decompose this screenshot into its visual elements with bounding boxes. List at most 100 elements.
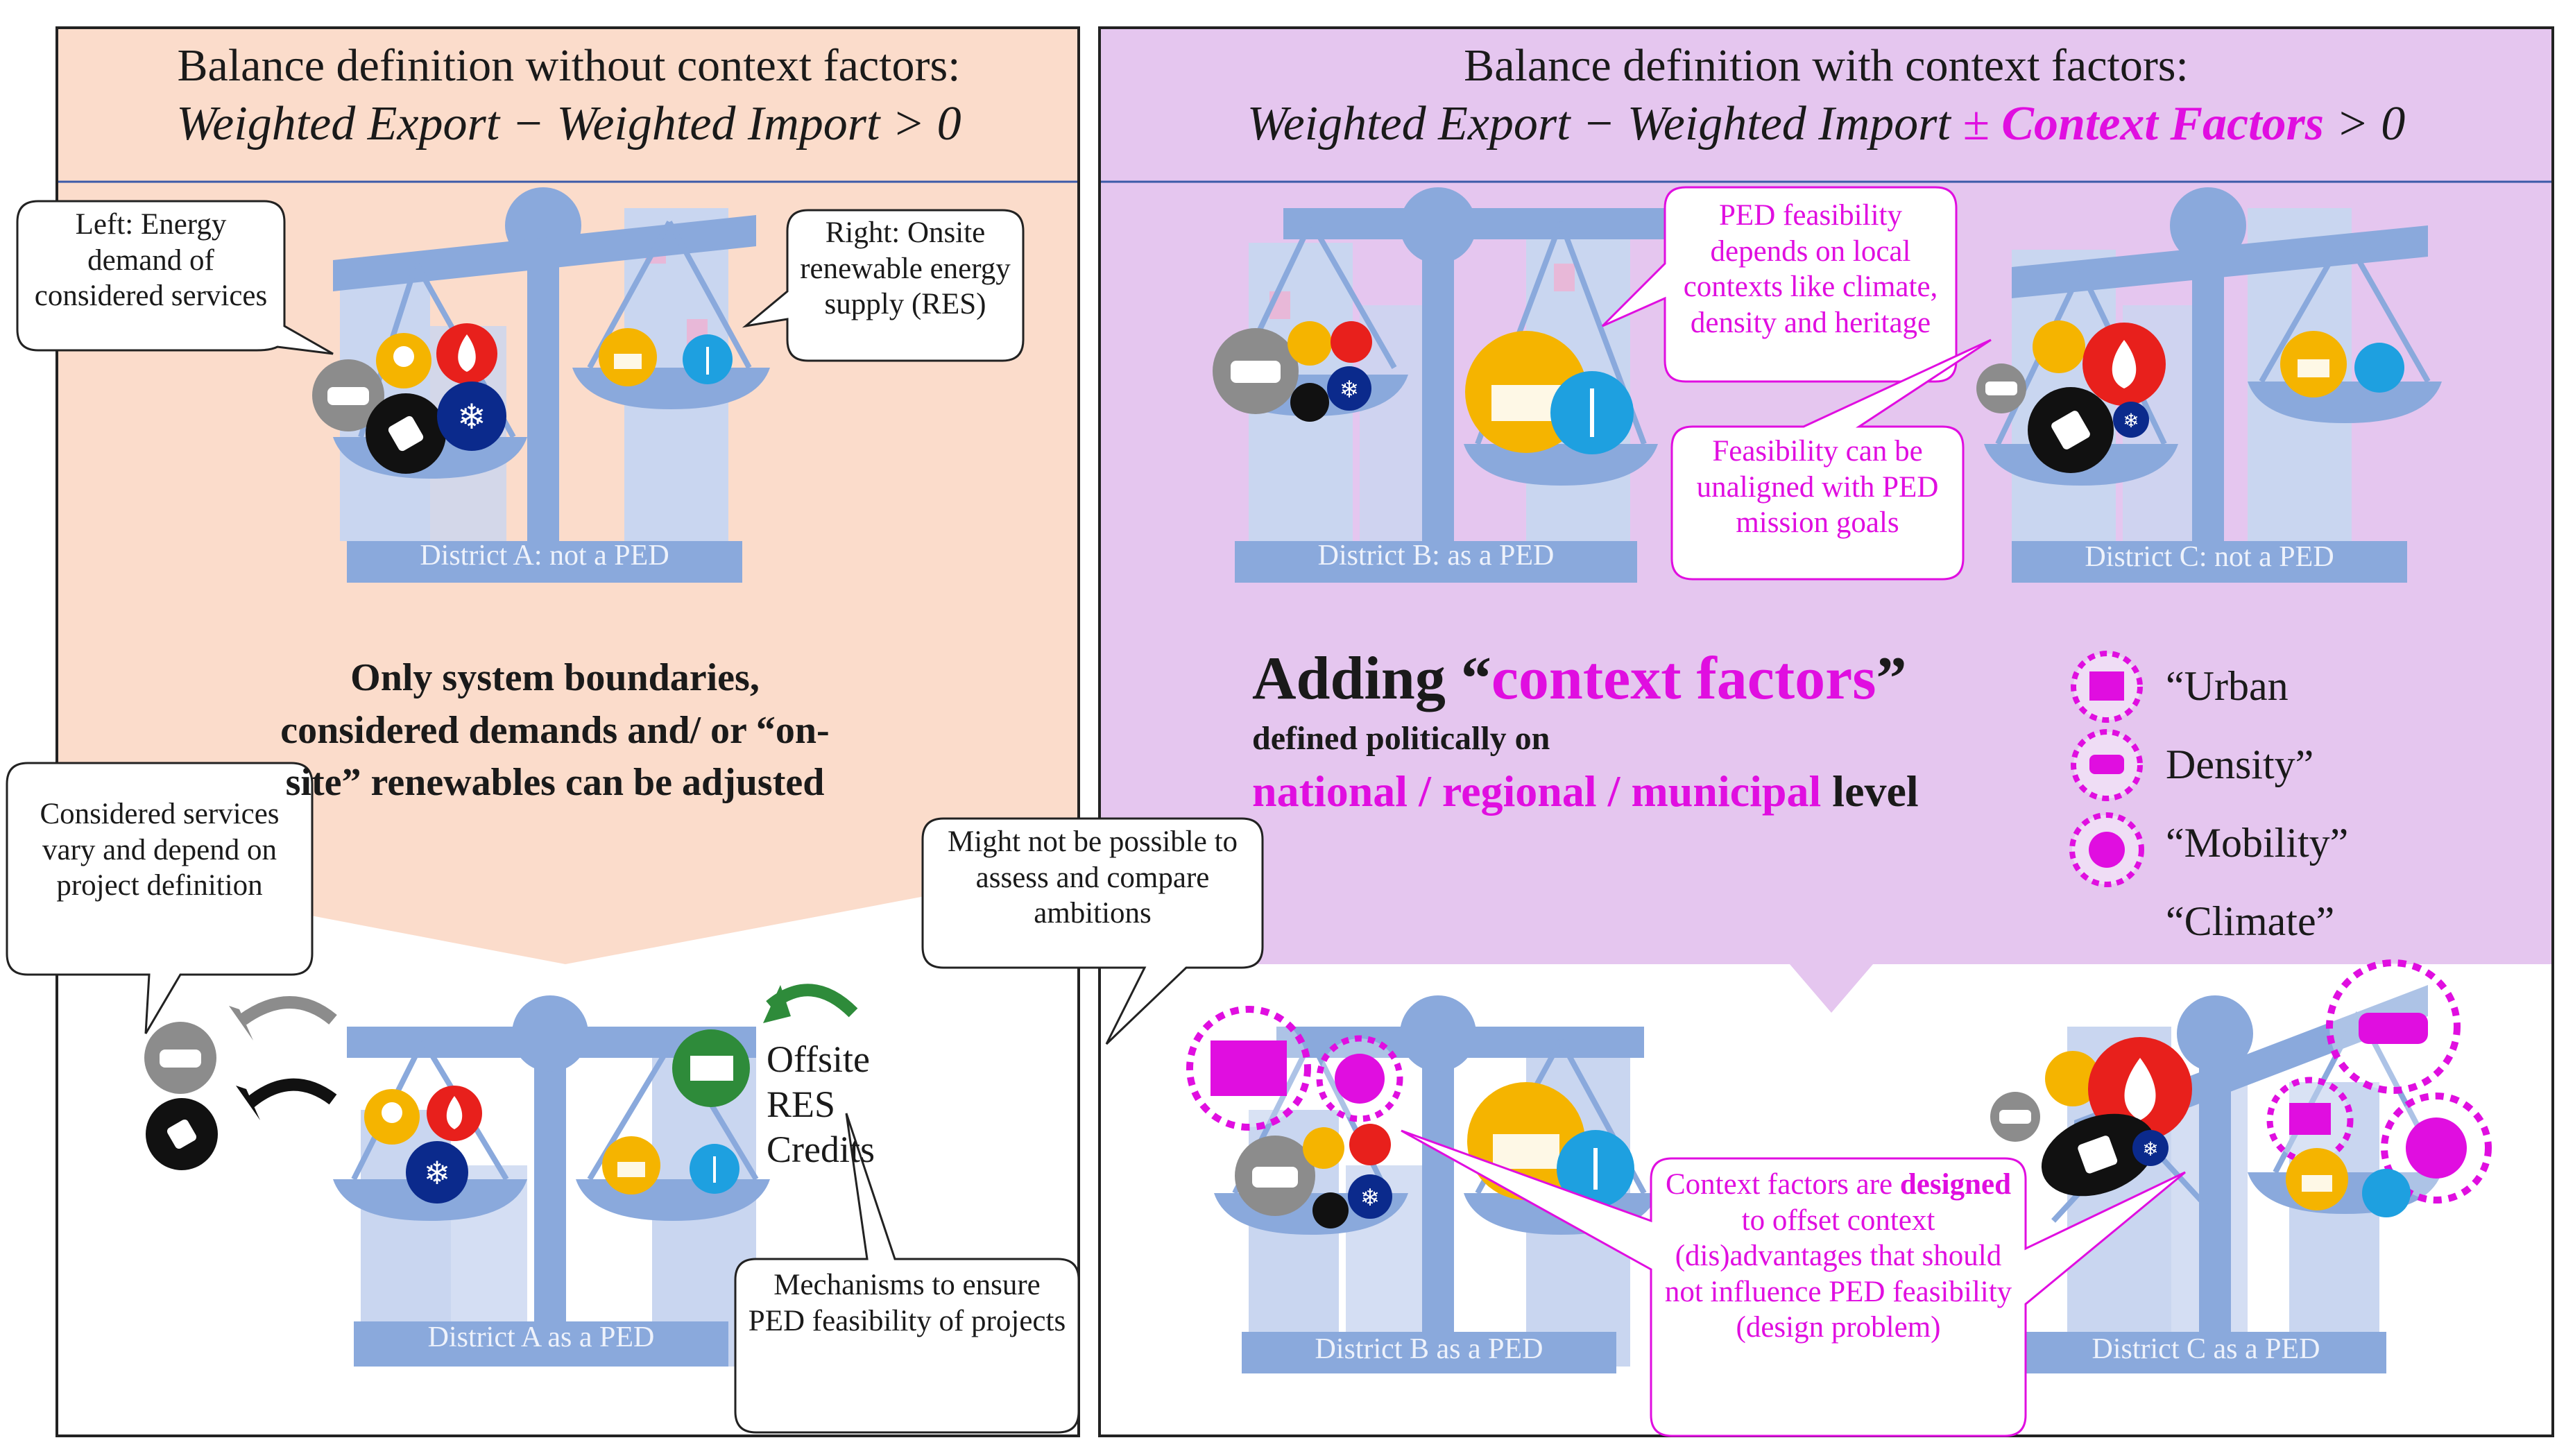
lightbulb-icon	[1288, 321, 1332, 366]
callout-assess-text: Might not be possible to assess and comp…	[947, 825, 1238, 930]
solar-panel-icon	[602, 1136, 660, 1194]
snowflake-icon: ❄	[1348, 1174, 1392, 1219]
callout-unaligned-bubble	[1670, 339, 1992, 581]
defined-politically-text: defined politically on	[1252, 720, 1550, 757]
callout-services-text: Considered services vary and depend on p…	[40, 798, 280, 902]
plug-icon	[366, 393, 446, 474]
urban-context-icon	[2266, 1077, 2354, 1164]
adding-context-word: context factors	[1491, 645, 1876, 712]
svg-text:❄: ❄	[2123, 411, 2139, 432]
levels-text: national / regional / municipal level	[1252, 766, 2085, 816]
car-icon	[1213, 328, 1299, 414]
svg-text:❄: ❄	[424, 1156, 451, 1191]
wind-turbine-icon	[690, 1144, 739, 1194]
district-c-bottom-label: District C as a PED	[2092, 1333, 2320, 1365]
right-panel-formula: Weighted Export − Weighted Import ± Cont…	[1110, 97, 2542, 151]
callout-assess-bubble	[921, 817, 1264, 1045]
density-legend-icon	[2071, 729, 2143, 801]
svg-text:❄: ❄	[2142, 1139, 2158, 1160]
callout-energy-demand-text: Left: Energy demand of considered servic…	[34, 208, 268, 313]
plug-icon-removed	[146, 1098, 218, 1170]
wind-turbine-icon	[683, 334, 733, 384]
lightbulb-icon	[1303, 1127, 1344, 1169]
snowflake-icon: ❄	[406, 1141, 468, 1204]
curved-arrow-black	[246, 1078, 337, 1108]
wind-turbine-icon	[1550, 371, 1634, 454]
district-a-bottom-label: District A as a PED	[427, 1321, 655, 1353]
fire-icon	[427, 1086, 482, 1141]
climate-context-icon	[2381, 1093, 2492, 1204]
formula-end: > 0	[2324, 97, 2406, 151]
formula-plus-minus: ±	[1962, 97, 1990, 151]
plug-icon	[1312, 1192, 1349, 1228]
lightbulb-icon	[364, 1089, 420, 1145]
district-c-top-label: District C: not a PED	[2085, 541, 2334, 573]
adding-context-heading: Adding “context factors”	[1252, 645, 2050, 714]
legend-climate: “Climate”	[2166, 898, 2335, 944]
fire-icon	[1331, 321, 1372, 363]
offset-text-1: Context factors are	[1666, 1168, 1900, 1201]
legend-mobility: “Mobility”	[2166, 820, 2349, 866]
solar-panel-icon	[2280, 331, 2347, 397]
solar-panel-icon	[2286, 1148, 2348, 1210]
plug-icon	[1290, 383, 1329, 422]
callout-offset-bubble	[1401, 1129, 2186, 1437]
level-word: level	[1821, 766, 1919, 816]
right-panel-title: Balance definition with context factors:	[1464, 40, 2189, 91]
left-panel-formula: Weighted Export − Weighted Import > 0	[176, 97, 961, 151]
mobility-legend-icon	[2069, 812, 2144, 887]
left-panel-title: Balance definition without context facto…	[177, 40, 961, 91]
wind-turbine-icon	[2354, 343, 2404, 393]
svg-text:❄: ❄	[1340, 377, 1360, 403]
adding-prefix: Adding “	[1252, 645, 1491, 712]
adding-suffix: ”	[1876, 645, 1907, 712]
lightbulb-icon	[376, 333, 431, 388]
climate-context-icon	[1316, 1035, 1403, 1122]
curved-arrow-grey-head	[229, 1006, 253, 1040]
district-b-top-label: District B: as a PED	[1317, 540, 1555, 572]
curved-arrow-grey	[239, 996, 337, 1025]
legend-urban: “Urban	[2166, 663, 2289, 709]
car-icon	[1976, 363, 2026, 413]
curved-arrow-green-head	[763, 985, 791, 1023]
snowflake-icon: ❄	[437, 382, 506, 451]
wind-turbine-icon	[2362, 1169, 2411, 1217]
solar-panel-icon	[599, 328, 657, 386]
offsite-res-label: Offsite RES Credits	[767, 1038, 875, 1170]
callout-feasibility-bubble	[1601, 186, 1958, 383]
district-b-bottom-label: District B as a PED	[1315, 1333, 1543, 1365]
plug-icon	[2041, 1113, 2156, 1197]
svg-text:❄: ❄	[1360, 1185, 1380, 1211]
fire-icon	[2082, 323, 2166, 406]
urban-context-icon	[1186, 1006, 1311, 1131]
callout-services-bubble	[6, 762, 314, 1034]
offset-text-2: to offset context (dis)advantages that s…	[1664, 1204, 2012, 1344]
wind-turbine-icon	[1557, 1130, 1634, 1208]
callout-mechanisms-text: Mechanisms to ensure PED feasibility of …	[748, 1269, 1066, 1337]
callout-unaligned-text: Feasibility can be unaligned with PED mi…	[1696, 435, 1939, 540]
fire-icon	[436, 323, 497, 384]
snowflake-icon: ❄	[2113, 402, 2149, 438]
snowflake-icon: ❄	[1327, 366, 1371, 411]
formula-context-factors: Context Factors	[1989, 97, 2325, 151]
urban-legend-icon	[2071, 651, 2143, 723]
svg-text:❄: ❄	[457, 397, 486, 436]
callout-onsite-res-text: Right: Onsite renewable energy supply (R…	[800, 216, 1011, 321]
formula-main: Weighted Export − Weighted Import	[1247, 97, 1963, 151]
callout-energy-demand-bubble	[16, 200, 334, 355]
legend-density: Density”	[2166, 742, 2314, 787]
car-icon	[1990, 1092, 2040, 1142]
balance-scale-c-top	[1984, 187, 2442, 583]
mobility-context-icon	[2326, 959, 2461, 1094]
fire-icon	[1349, 1124, 1391, 1165]
car-icon-removed	[144, 1022, 216, 1094]
offset-text-bold: designed	[1899, 1168, 2011, 1201]
adjust-text: Only system boundaries, considered deman…	[280, 656, 830, 805]
levels-list: national / regional / municipal	[1252, 766, 1822, 816]
callout-feasibility-text: PED feasibility depends on local context…	[1683, 199, 1938, 339]
left-panel-border	[55, 26, 1080, 1437]
curved-arrow-black-head	[236, 1086, 260, 1120]
callout-onsite-res-bubble	[742, 209, 1025, 362]
lightbulb-icon	[2033, 320, 2085, 373]
snowflake-icon: ❄	[2132, 1130, 2169, 1166]
